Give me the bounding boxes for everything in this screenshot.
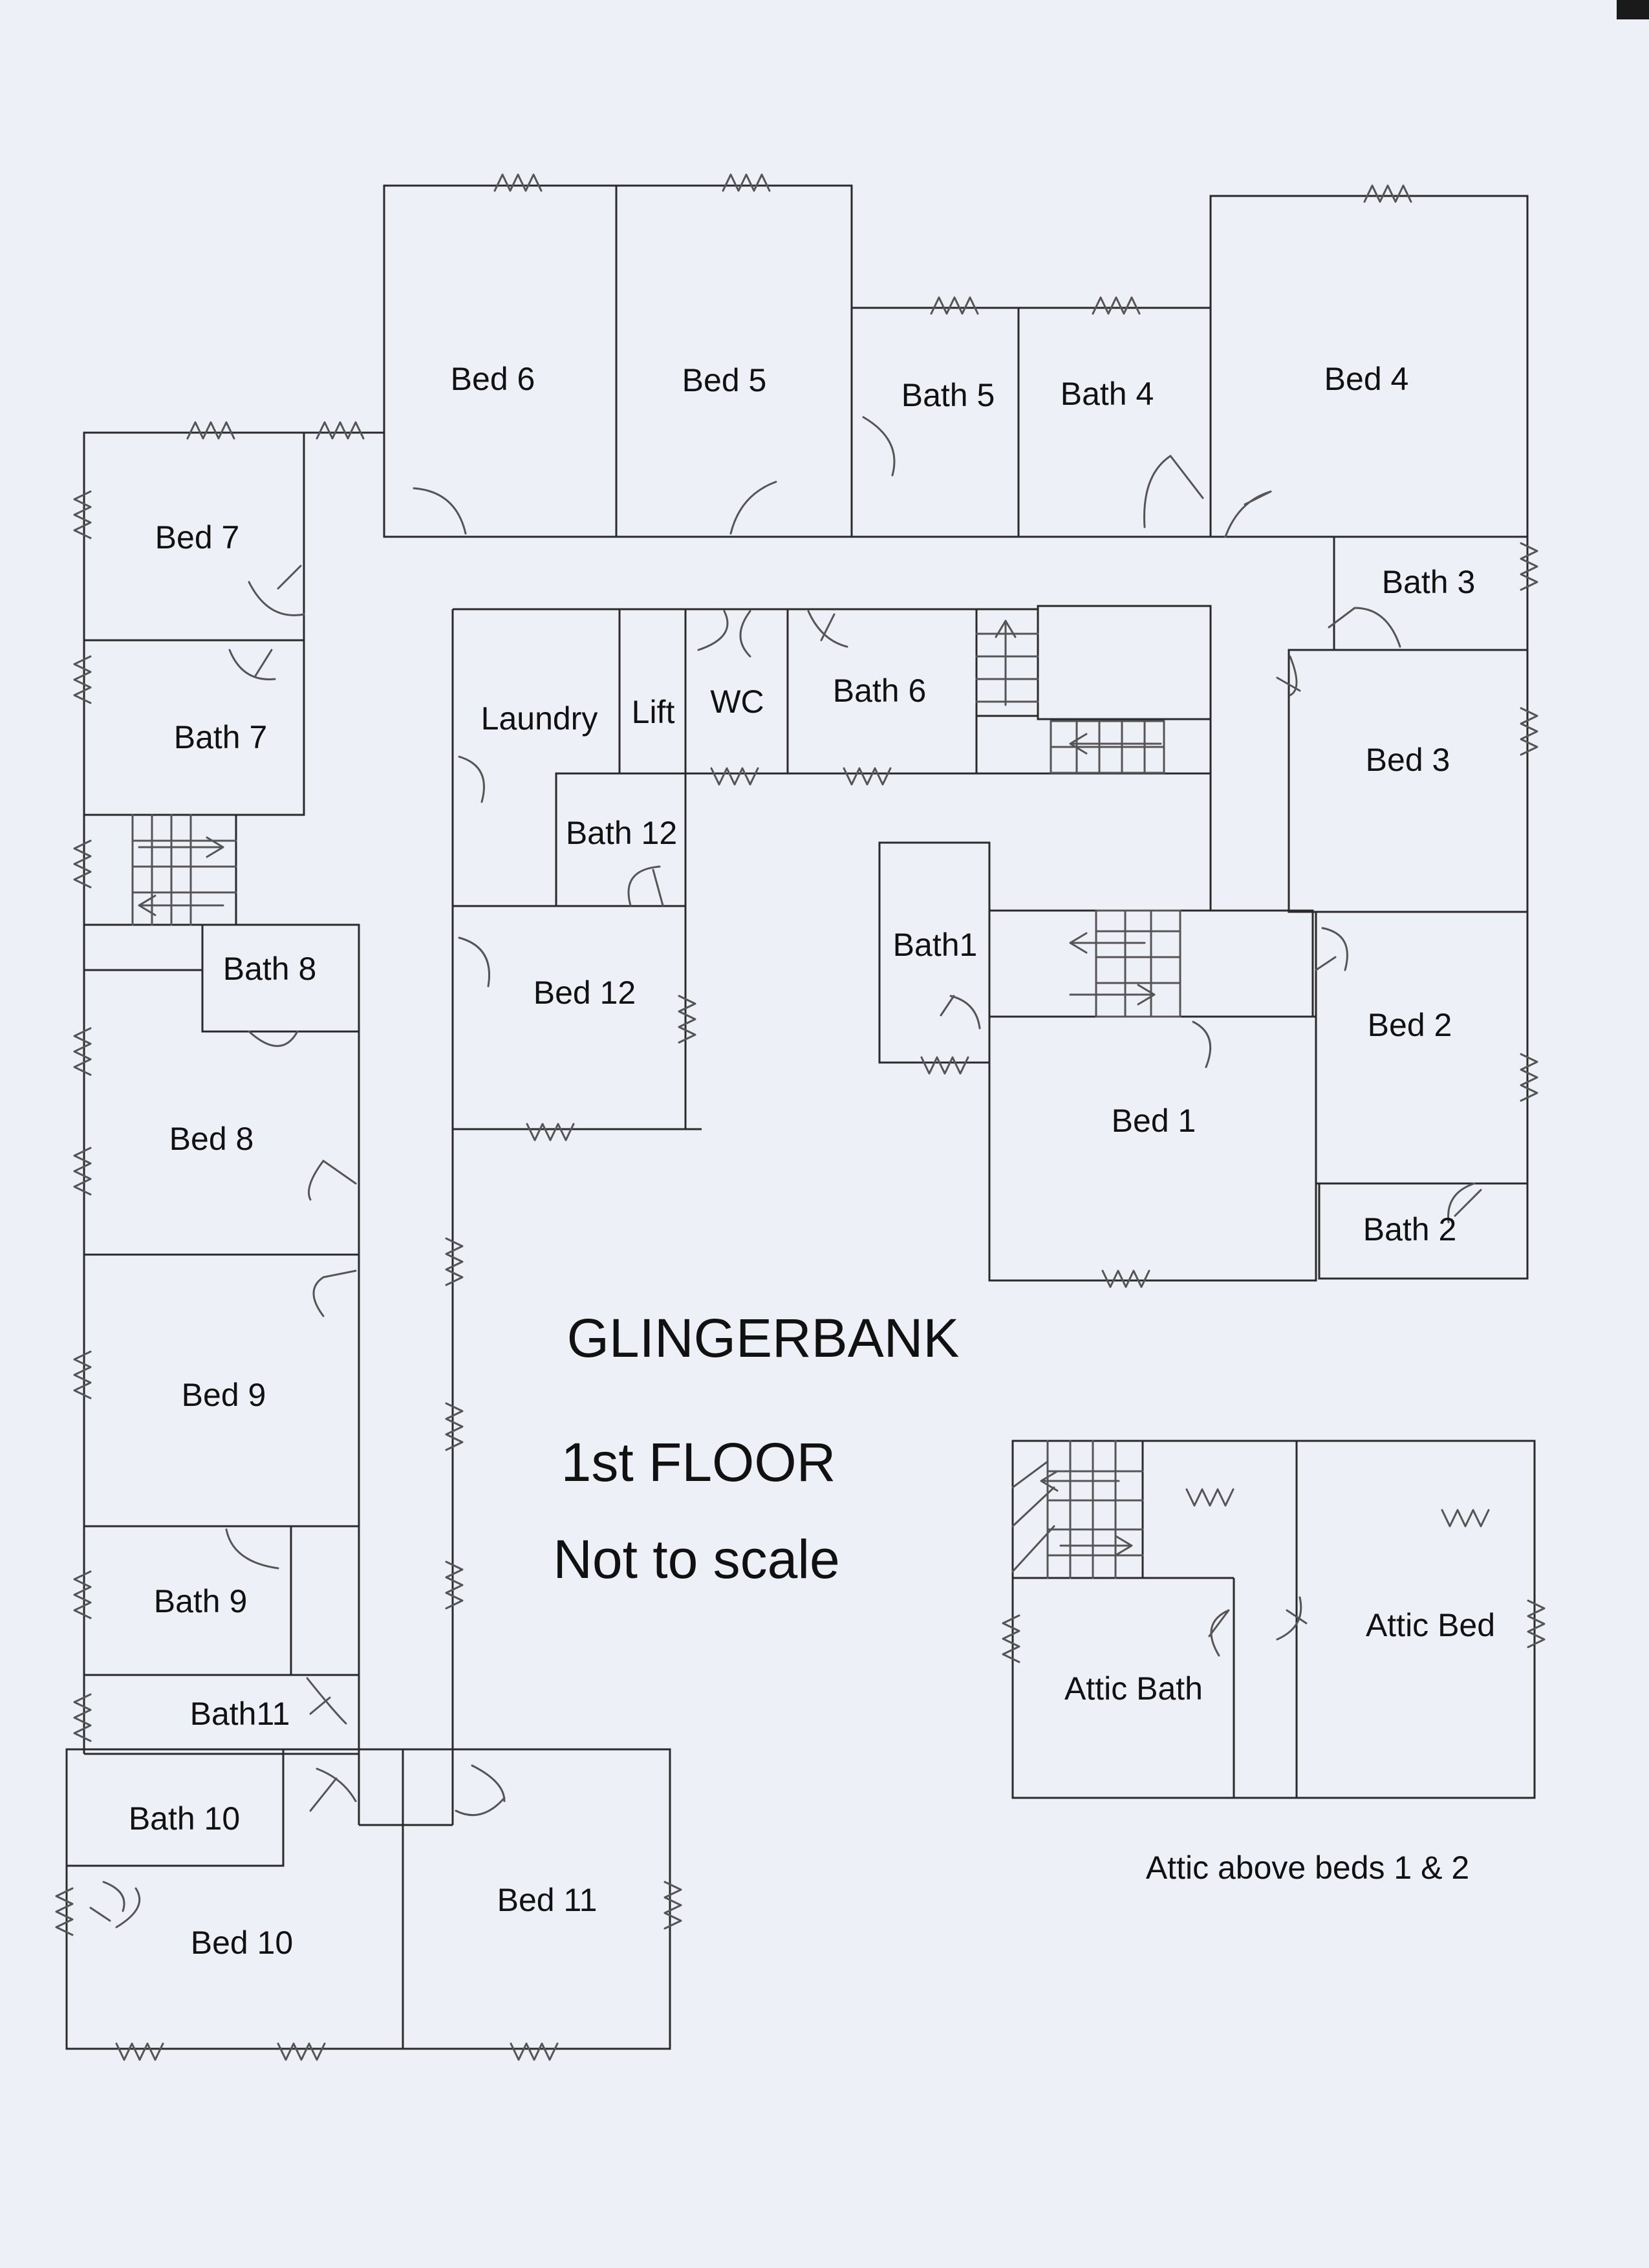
room-label-bath9: Bath 9 xyxy=(154,1583,248,1619)
room-label-bed7: Bed 7 xyxy=(155,519,240,556)
floor-label: 1st FLOOR xyxy=(561,1432,836,1493)
scanner-edge-shadow xyxy=(1617,0,1649,19)
room-label-lift: Lift xyxy=(632,694,675,730)
bath5-bath4-outline xyxy=(850,307,1212,538)
room-labels: Bed 6 Bed 5 Bath 5 Bath 4 Bed 4 Bed 7 Ba… xyxy=(129,361,1495,1961)
room-label-bed4: Bed 4 xyxy=(1324,361,1409,397)
room-label-bath3: Bath 3 xyxy=(1382,564,1476,600)
walls xyxy=(65,184,1536,2050)
room-label-bed2: Bed 2 xyxy=(1368,1007,1452,1043)
bath2-outline xyxy=(1318,1182,1529,1280)
plan-title: GLINGERBANK xyxy=(567,1308,960,1368)
room-label-bath5: Bath 5 xyxy=(901,377,995,413)
upper-stair-grid xyxy=(975,620,1039,706)
room-label-bath4: Bath 4 xyxy=(1061,376,1154,412)
room-label-bed1: Bed 1 xyxy=(1112,1103,1196,1139)
left-stair-grid xyxy=(131,814,237,926)
bed1-stair-grid xyxy=(1069,909,1181,1018)
room-label-bed5: Bed 5 xyxy=(682,362,767,398)
room-label-bed3: Bed 3 xyxy=(1366,742,1450,778)
bed7-bath7-outline xyxy=(83,431,305,816)
room-label-bath8: Bath 8 xyxy=(223,951,317,987)
room-label-bed10: Bed 10 xyxy=(191,1925,293,1961)
mid-stair-grid xyxy=(1050,720,1165,774)
room-label-bed9: Bed 9 xyxy=(182,1377,266,1413)
plan-titles: GLINGERBANK 1st FLOOR Not to scale Attic… xyxy=(553,1308,1469,1886)
room-label-bed11: Bed 11 xyxy=(497,1882,598,1918)
room-label-bath10: Bath 10 xyxy=(129,1800,240,1837)
room-label-bath2: Bath 2 xyxy=(1363,1211,1457,1247)
room-label-bath6: Bath 6 xyxy=(833,673,927,709)
room-label-wc: WC xyxy=(710,684,764,720)
door-swings xyxy=(89,416,1482,1928)
room-label-attic-bath: Attic Bath xyxy=(1064,1670,1203,1707)
stairs xyxy=(131,620,1181,1579)
stair-block-b xyxy=(1037,605,1212,720)
room-label-bed8: Bed 8 xyxy=(169,1121,254,1157)
room-label-bed6: Bed 6 xyxy=(451,361,535,397)
room-label-laundry: Laundry xyxy=(481,700,598,737)
attic-note: Attic above beds 1 & 2 xyxy=(1146,1850,1469,1886)
room-label-bath1: Bath1 xyxy=(893,927,978,963)
bed1-outline xyxy=(988,1015,1317,1282)
room-label-bed12: Bed 12 xyxy=(534,975,636,1011)
room-label-bath11: Bath11 xyxy=(190,1696,290,1732)
room-label-bath12: Bath 12 xyxy=(566,815,677,851)
room-label-bath7: Bath 7 xyxy=(174,719,268,755)
attic-stair-grid xyxy=(1011,1440,1144,1579)
left-stairs-outline xyxy=(83,814,237,926)
scale-note: Not to scale xyxy=(553,1529,840,1590)
room-label-attic-bed: Attic Bed xyxy=(1366,1607,1495,1643)
bed3-outline xyxy=(1288,649,1529,913)
window-marks xyxy=(55,173,1546,2061)
